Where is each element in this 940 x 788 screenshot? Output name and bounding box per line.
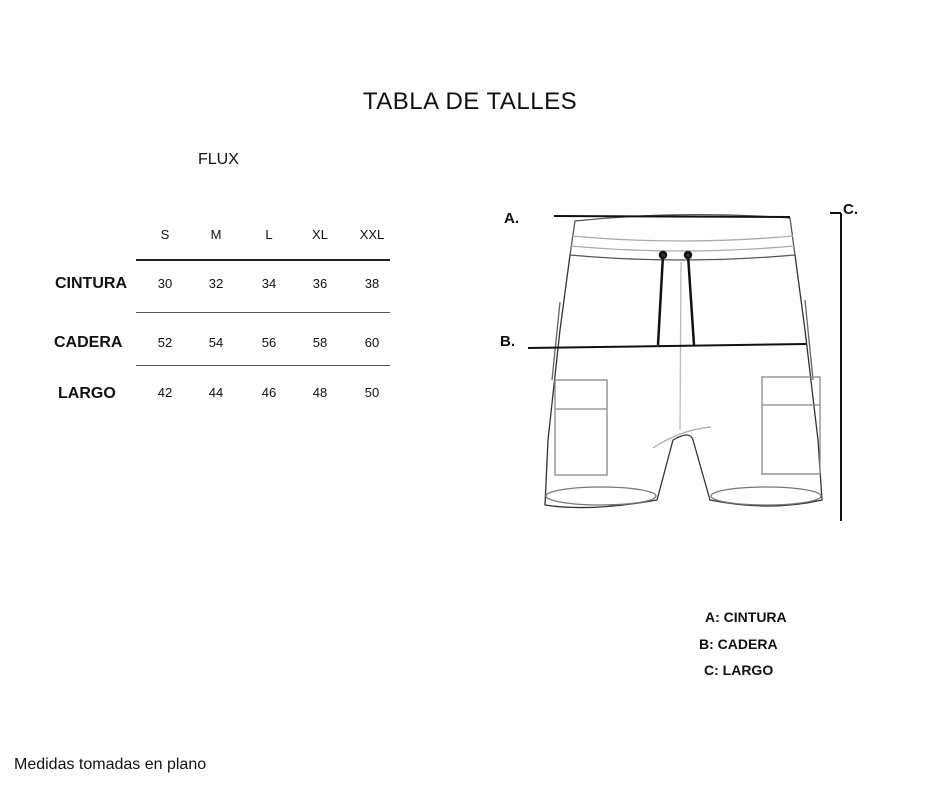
legend-c: C: LARGO — [704, 662, 774, 678]
table-cell: 32 — [208, 276, 224, 291]
legend-a: A: CINTURA — [705, 609, 787, 625]
legend-b: B: CADERA — [699, 636, 778, 652]
measure-lines — [527, 212, 842, 521]
table-cell: 44 — [208, 385, 224, 400]
size-header-xl: XL — [312, 227, 328, 242]
row-label: CINTURA — [55, 275, 127, 292]
table-cell: 34 — [261, 276, 277, 291]
table-cell: 48 — [312, 385, 328, 400]
shorts-illustration — [544, 213, 823, 509]
row-label: CADERA — [54, 334, 123, 351]
marker-a: A. — [504, 210, 519, 227]
marker-b: B. — [500, 333, 515, 350]
row-label: LARGO — [58, 385, 116, 402]
table-cell: 46 — [261, 385, 277, 400]
measurement-note: Medidas tomadas en plano — [14, 756, 207, 773]
table-cell: 42 — [157, 385, 173, 400]
table-cell: 50 — [364, 385, 380, 400]
size-header-l: L — [265, 227, 273, 242]
table-cell: 36 — [312, 276, 328, 291]
table-divider — [136, 312, 390, 313]
table-cell: 54 — [208, 335, 224, 350]
measure-line-b — [527, 343, 807, 349]
page-title: TABLA DE TALLES — [362, 88, 578, 115]
size-header-m: M — [210, 227, 222, 242]
table-cell: 38 — [364, 276, 380, 291]
table-divider — [136, 259, 390, 261]
product-name: FLUX — [198, 151, 239, 168]
marker-c: C. — [843, 201, 858, 218]
table-cell: 30 — [157, 276, 173, 291]
size-header-s: S — [160, 227, 170, 242]
table-divider — [136, 365, 390, 366]
table-cell: 58 — [312, 335, 328, 350]
table-cell: 60 — [364, 335, 380, 350]
table-cell: 52 — [157, 335, 173, 350]
size-header-xxl: XXL — [359, 227, 385, 242]
table-cell: 56 — [261, 335, 277, 350]
measure-line-a — [553, 215, 791, 218]
drawstrings — [656, 250, 696, 346]
